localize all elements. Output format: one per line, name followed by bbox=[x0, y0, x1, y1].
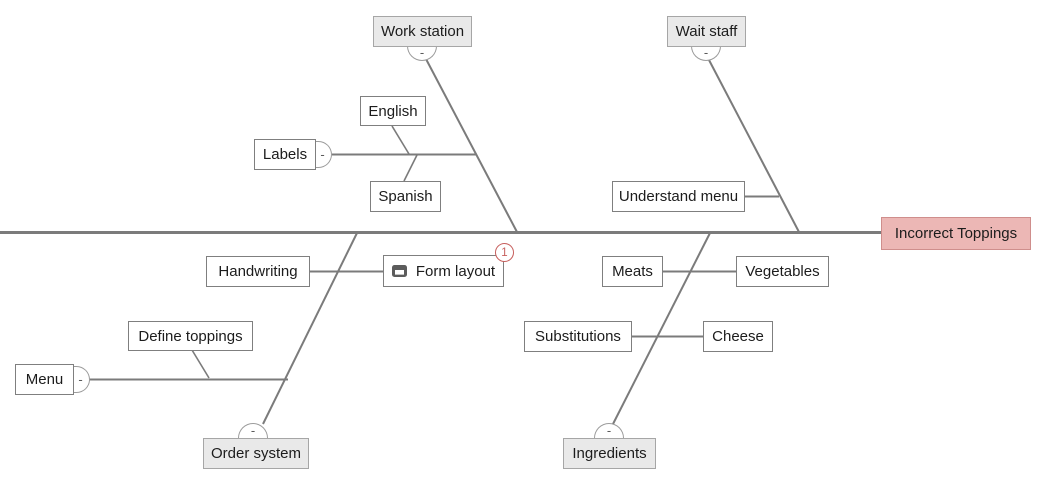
task-count-badge[interactable]: 1 bbox=[495, 243, 514, 262]
topic-label: Order system bbox=[210, 445, 301, 462]
topic-label: Work station bbox=[380, 23, 465, 40]
branch-work-station bbox=[425, 58, 518, 233]
topic-define-toppings[interactable]: Define toppings bbox=[128, 321, 253, 351]
topic-wait-staff[interactable]: Wait staff bbox=[667, 16, 746, 47]
note-icon-paper-edge bbox=[394, 273, 404, 275]
topic-label: Substitutions bbox=[535, 328, 621, 345]
note-icon-paper bbox=[394, 269, 404, 274]
topic-menu[interactable]: Menu bbox=[15, 364, 74, 395]
topic-spanish[interactable]: Spanish bbox=[370, 181, 441, 212]
topic-label: Wait staff bbox=[675, 23, 738, 40]
connector-english bbox=[391, 125, 410, 155]
topic-label: Vegetables bbox=[745, 263, 820, 280]
topic-label: Cheese bbox=[712, 328, 764, 345]
topic-effect-incorrect-toppings[interactable]: Incorrect Toppings bbox=[881, 217, 1031, 250]
topic-label: Ingredients bbox=[572, 445, 647, 462]
topic-label: Labels bbox=[262, 146, 308, 163]
branch-ingredients bbox=[612, 232, 711, 425]
connector-define-toppings bbox=[191, 349, 210, 379]
topic-label: Understand menu bbox=[618, 188, 739, 205]
topic-label: Form layout bbox=[415, 262, 496, 280]
branch-order-system bbox=[262, 232, 358, 425]
topic-cheese[interactable]: Cheese bbox=[703, 321, 773, 352]
topic-understand-menu[interactable]: Understand menu bbox=[612, 181, 745, 212]
topic-label: Incorrect Toppings bbox=[894, 225, 1018, 242]
topic-work-station[interactable]: Work station bbox=[373, 16, 472, 47]
topic-handwriting[interactable]: Handwriting bbox=[206, 256, 310, 287]
topic-vegetables[interactable]: Vegetables bbox=[736, 256, 829, 287]
topic-label: Handwriting bbox=[218, 263, 298, 280]
topic-label: Define toppings bbox=[138, 327, 243, 345]
topic-label: Menu bbox=[25, 371, 64, 388]
topic-label: English bbox=[368, 102, 418, 120]
topic-label: Meats bbox=[612, 263, 653, 280]
topic-meats[interactable]: Meats bbox=[602, 256, 663, 287]
topic-order-system[interactable]: Order system bbox=[203, 438, 309, 469]
badge-count: 1 bbox=[501, 246, 508, 259]
topic-substitutions[interactable]: Substitutions bbox=[524, 321, 632, 352]
note-icon[interactable] bbox=[391, 265, 407, 277]
topic-english[interactable]: English bbox=[360, 96, 426, 126]
topic-form-layout[interactable]: Form layout bbox=[383, 255, 504, 287]
topic-labels[interactable]: Labels bbox=[254, 139, 316, 170]
connector-spanish bbox=[403, 154, 418, 182]
topic-ingredients[interactable]: Ingredients bbox=[563, 438, 656, 469]
branch-wait-staff bbox=[708, 59, 800, 233]
topic-label: Spanish bbox=[378, 188, 433, 205]
